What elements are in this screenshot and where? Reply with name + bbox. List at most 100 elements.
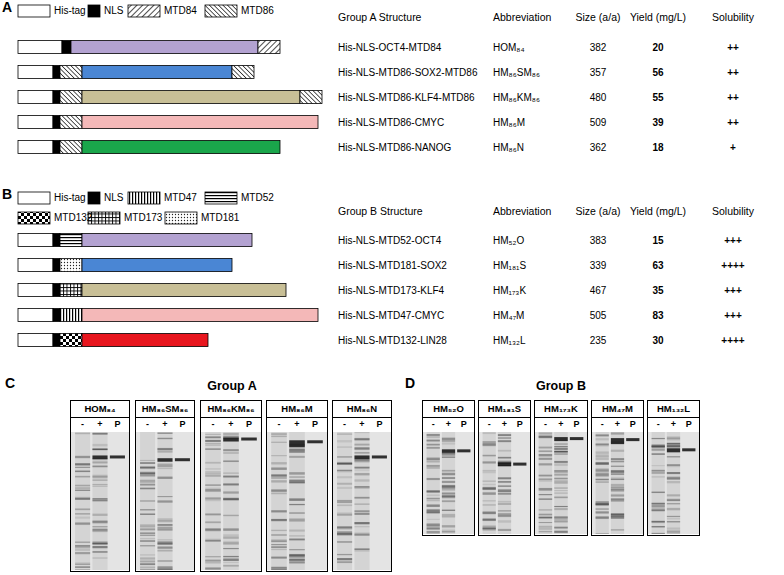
gel-panel: HM₈₆N-+P [332, 400, 392, 572]
construct-segment [18, 309, 53, 322]
gel-band [427, 498, 440, 499]
gel-band [483, 518, 496, 520]
gel-band [611, 466, 624, 467]
gel-header-rule [71, 417, 129, 418]
gel-band [223, 534, 239, 536]
gel-title: HM₁₃₂L [657, 401, 690, 416]
gel-band [596, 443, 609, 445]
gel-band [442, 515, 455, 517]
gel-band [205, 567, 221, 569]
gel-band [596, 474, 609, 476]
gel-band [498, 485, 511, 486]
gel-band [498, 481, 511, 483]
gel-band [652, 503, 665, 505]
construct-segment [60, 116, 82, 129]
construct-segment [82, 309, 318, 322]
gel-band [92, 448, 107, 450]
gel-band [442, 485, 455, 487]
gel-band [539, 516, 553, 518]
gel-lane [611, 432, 624, 534]
gel-header-rule [333, 417, 391, 418]
yield-value: 83 [652, 309, 663, 323]
gel-band [337, 558, 352, 560]
gel-band [554, 478, 568, 479]
header: Solubility [712, 10, 754, 24]
gel-band [289, 520, 305, 522]
gel-band [539, 463, 553, 465]
gel-band [554, 437, 568, 441]
construct-segment [53, 334, 60, 347]
gel-band [205, 561, 221, 563]
abbreviation: HM₅₂O [493, 234, 524, 248]
gel-band [75, 546, 90, 548]
gel-lane [337, 432, 352, 570]
gel-band [223, 472, 239, 474]
gel-band [140, 473, 155, 475]
legend-swatch [18, 5, 50, 17]
gel-band [75, 467, 90, 468]
gel-background [648, 432, 699, 534]
gel-band [652, 521, 665, 522]
gel-band [75, 524, 90, 525]
gel-band [483, 504, 496, 506]
gel-band [652, 446, 665, 448]
abbreviation: HM₈₆M [493, 116, 525, 130]
gel-band [596, 444, 609, 446]
solubility-value: +++ [724, 234, 742, 248]
lane-label: + [162, 418, 167, 430]
gel-band [483, 484, 496, 485]
gel-band [205, 471, 221, 473]
gel-band [554, 470, 568, 471]
gel-band [652, 465, 665, 466]
gel-image [267, 432, 327, 570]
gel-band [157, 448, 172, 450]
gel-band [652, 491, 665, 492]
gel-header-rule [535, 417, 587, 418]
gel-band [626, 438, 639, 441]
gel-band [354, 504, 369, 505]
gel-band [483, 512, 496, 514]
gel-title: HM₁₈₁S [488, 401, 521, 416]
gel-band [667, 464, 680, 466]
gel-band [652, 526, 665, 527]
solubility-value: + [730, 141, 736, 155]
panel-letter: D [405, 376, 415, 390]
gel-band [652, 472, 665, 474]
gel-band [337, 464, 352, 465]
gel-lane [554, 432, 568, 534]
gel-band [140, 462, 155, 464]
gel-band [596, 516, 609, 518]
gel-band [667, 472, 680, 474]
gel-band [427, 447, 440, 449]
gel-band [289, 554, 305, 556]
construct-segment [60, 259, 82, 272]
gel-band [271, 455, 287, 456]
gel-band [498, 450, 511, 452]
abbreviation: HM₁₃₂L [493, 334, 525, 348]
gel-title: HM₄₇M [602, 401, 633, 416]
construct-segment [60, 66, 82, 79]
header: Yield (mg/L) [630, 204, 686, 218]
lane-label: + [294, 418, 299, 430]
gel-band [652, 444, 665, 445]
gel-band [289, 561, 305, 563]
gel-band [354, 455, 369, 459]
gel-band [205, 445, 221, 446]
gel-band [498, 463, 511, 467]
gel-band [337, 470, 352, 472]
construct-segment [82, 259, 232, 272]
lane-label: - [601, 418, 604, 430]
gel-band [442, 492, 455, 494]
gel-band [483, 470, 496, 471]
gel-band [372, 455, 387, 458]
lane-label: + [359, 418, 364, 430]
gel-band [596, 451, 609, 453]
construct-segment [82, 91, 300, 104]
gel-band [223, 449, 239, 451]
gel-band [289, 481, 305, 483]
gel-band [92, 449, 107, 450]
structure-name: His-NLS-MTD181-SOX2 [338, 259, 447, 273]
gel-band [611, 478, 624, 480]
gel-header-rule [201, 417, 261, 418]
gel-band [271, 546, 287, 548]
